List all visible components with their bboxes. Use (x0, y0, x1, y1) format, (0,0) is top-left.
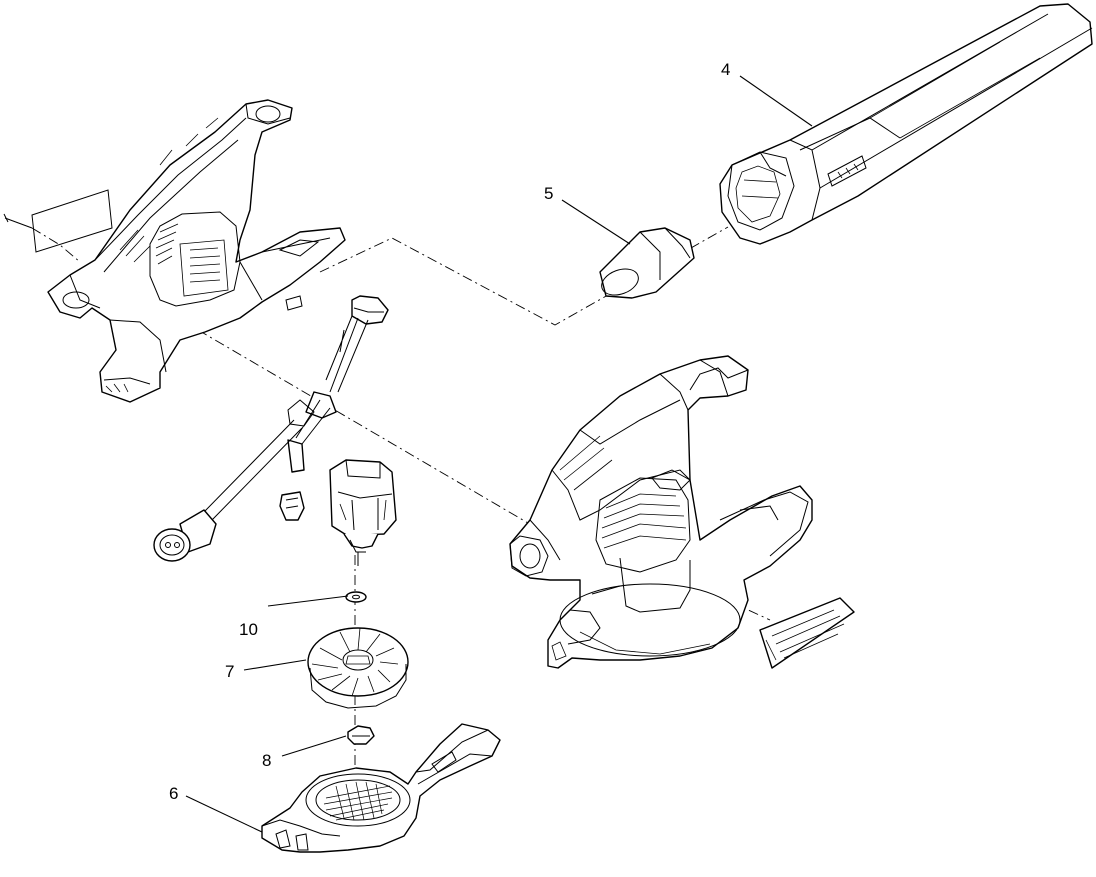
motor (329, 459, 397, 566)
bottom-cover (261, 723, 501, 853)
screw (3, 213, 33, 229)
impeller-nut (347, 725, 375, 745)
callout-5: 5 (544, 184, 553, 203)
callout-labels: 4 5 10 7 8 6 (169, 60, 730, 803)
callout-6: 6 (169, 784, 178, 803)
callout-7: 7 (225, 662, 234, 681)
callout-8: 8 (262, 751, 271, 770)
housing-label-decal (31, 189, 113, 253)
power-cord-harness (153, 295, 389, 562)
brand-decal (759, 597, 855, 669)
washer (345, 591, 367, 603)
assembled-blower (509, 355, 813, 669)
leader-lines (185, 75, 813, 833)
callout-4: 4 (721, 60, 730, 79)
callout-10: 10 (239, 620, 258, 639)
blower-tube (719, 3, 1093, 245)
nozzle-insert (599, 227, 695, 299)
blower-housing-half (47, 99, 346, 403)
impeller-fan (307, 627, 409, 709)
connector-plug (279, 491, 305, 521)
